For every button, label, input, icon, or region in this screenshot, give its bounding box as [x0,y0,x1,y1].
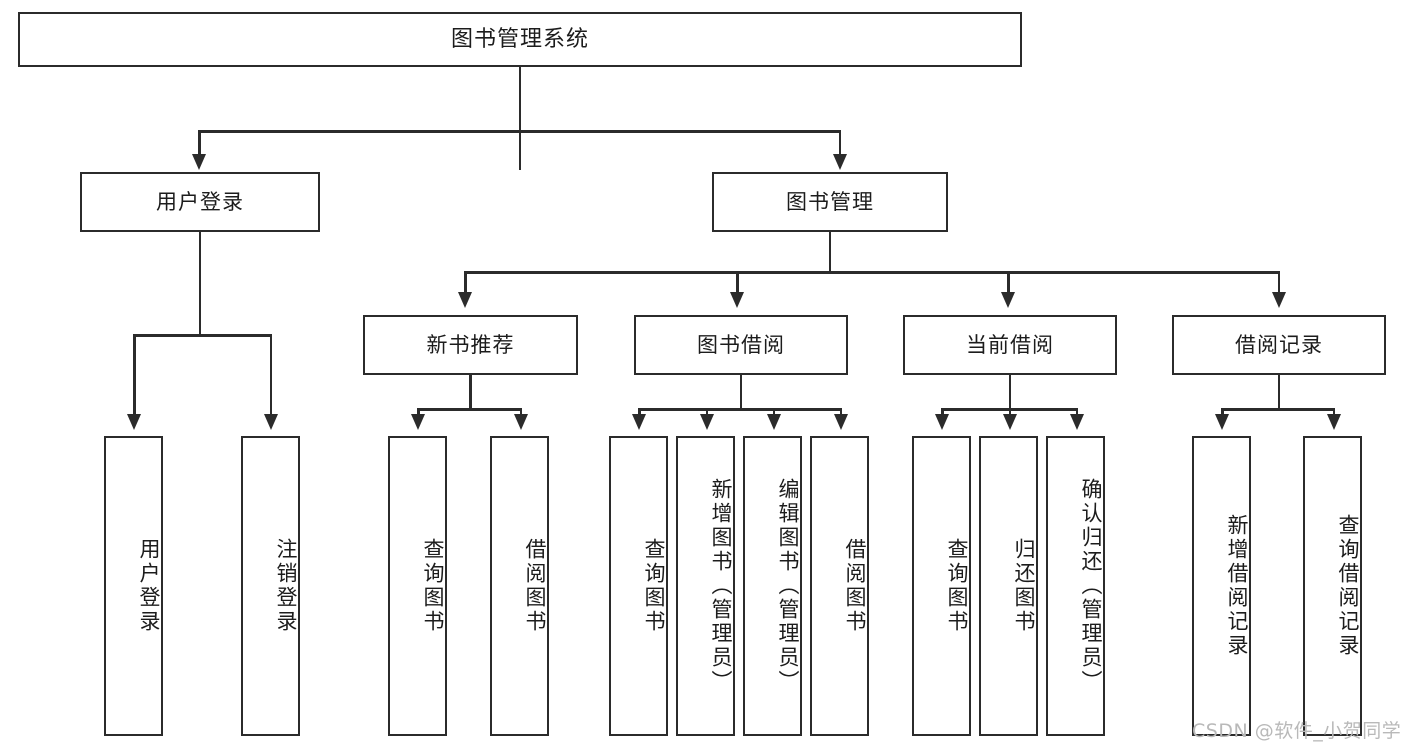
connector-nbr-drop-1 [417,408,420,416]
connector-bm-drop-2 [736,271,739,294]
csdn-watermark: CSDN @软件_小贺同学 [1192,720,1402,742]
connector-book-management-stem [828,232,831,273]
connector-br-stem [1277,375,1280,409]
leaf-bb-add-book-admin[interactable]: 新增图书（管理员） [676,436,735,736]
arrow-to-bb-leaf-1 [632,414,646,430]
arrow-to-br-leaf-2 [1326,414,1341,430]
node-label: 图书管理系统 [450,26,589,52]
node-new-book-recommend[interactable]: 新书推荐 [363,315,578,375]
connector-bb-stem [739,375,742,409]
arrow-to-bb-leaf-3 [766,414,781,430]
node-root-book-management-system[interactable]: 图书管理系统 [18,12,1022,67]
node-label: 图书借阅 [697,332,785,357]
node-label: 新增图书（管理员） [709,478,733,694]
node-label: 借阅图书 [843,538,867,634]
leaf-cb-query-book[interactable]: 查询图书 [912,436,971,736]
connector-bm-drop-4 [1277,271,1280,294]
connector-root-stem [518,67,521,170]
connector-root-drop-left [198,130,201,156]
arrow-to-nbr-leaf-2 [513,414,528,430]
arrow-to-cb-leaf-1 [935,414,949,430]
connector-book-management-bus [464,271,1280,274]
arrow-to-nbr-leaf-1 [411,414,425,430]
node-borrow-record[interactable]: 借阅记录 [1172,315,1386,375]
node-book-management[interactable]: 图书管理 [712,172,948,232]
leaf-bb-query-book[interactable]: 查询图书 [609,436,668,736]
arrow-to-user-login [192,154,206,170]
connector-cb-drop-1 [941,408,944,416]
connector-nbr-stem [469,375,472,409]
leaf-cb-return-book[interactable]: 归还图书 [979,436,1038,736]
connector-br-bus [1221,408,1335,411]
node-label: 归还图书 [1012,538,1036,634]
leaf-logout[interactable]: 注销登录 [241,436,300,736]
connector-br-drop-1 [1221,408,1224,416]
connector-user-login-drop-1 [133,334,136,416]
connector-nbr-bus [417,408,522,411]
node-label: 查询借阅记录 [1336,514,1360,658]
node-label: 新书推荐 [426,332,515,357]
node-user-login[interactable]: 用户登录 [80,172,320,232]
node-book-borrow[interactable]: 图书借阅 [634,315,848,375]
node-label: 当前借阅 [966,332,1054,357]
leaf-nbr-query-book[interactable]: 查询图书 [388,436,447,736]
arrow-to-bb-leaf-2 [699,414,714,430]
node-label: 查询图书 [945,538,969,634]
leaf-bb-edit-book-admin[interactable]: 编辑图书（管理员） [743,436,802,736]
arrow-to-br-leaf-1 [1215,414,1229,430]
node-label: 查询图书 [421,538,445,634]
connector-cb-stem [1008,375,1011,409]
leaf-user-login[interactable]: 用户登录 [104,436,163,736]
connector-bb-bus [638,408,842,411]
node-label: 编辑图书（管理员） [776,478,800,694]
connector-br-drop-2 [1332,408,1335,416]
leaf-nbr-borrow-book[interactable]: 借阅图书 [490,436,549,736]
leaf-br-add-record[interactable]: 新增借阅记录 [1192,436,1251,736]
leaf-cb-confirm-return-admin[interactable]: 确认归还（管理员） [1046,436,1105,736]
node-label: 借阅记录 [1235,332,1323,357]
node-label: 确认归还（管理员） [1079,478,1103,694]
arrow-to-leaf-logout [263,414,278,430]
connector-bm-drop-3 [1007,271,1010,294]
arrow-to-borrow-record [1271,292,1286,308]
connector-cb-drop-2 [1008,408,1011,416]
arrow-to-leaf-user-login [127,414,141,430]
node-label: 用户登录 [156,189,244,214]
connector-user-login-drop-2 [269,334,272,416]
connector-bb-drop-2 [705,408,708,416]
connector-nbr-drop-2 [519,408,522,416]
arrow-to-book-borrow [730,292,744,308]
leaf-br-query-record[interactable]: 查询借阅记录 [1303,436,1362,736]
connector-cb-drop-3 [1075,408,1078,416]
connector-user-login-stem [198,232,201,335]
connector-bb-drop-1 [638,408,641,416]
arrow-to-cb-leaf-2 [1002,414,1017,430]
node-label: 查询图书 [642,538,666,634]
leaf-bb-borrow-book[interactable]: 借阅图书 [810,436,869,736]
arrow-to-current-borrow [1001,292,1015,308]
connector-root-bus [198,130,841,133]
arrow-to-bb-leaf-4 [833,414,848,430]
node-label: 用户登录 [137,538,161,634]
arrow-to-cb-leaf-3 [1069,414,1084,430]
connector-bb-drop-4 [839,408,842,416]
node-label: 图书管理 [786,189,874,214]
node-label: 注销登录 [274,538,298,634]
connector-user-login-bus [133,334,272,337]
node-label: 借阅图书 [523,538,547,634]
arrow-to-book-management [832,154,847,170]
connector-root-drop-right [838,130,841,156]
node-current-borrow[interactable]: 当前借阅 [903,315,1117,375]
arrow-to-new-book-recommend [458,292,472,308]
node-label: 新增借阅记录 [1225,514,1249,658]
connector-bb-drop-3 [772,408,775,416]
connector-bm-drop-1 [464,271,467,294]
